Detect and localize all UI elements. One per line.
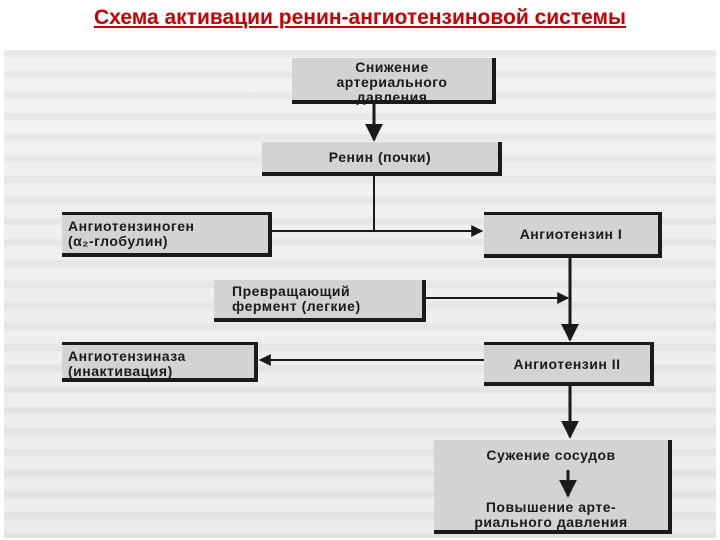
node-bp-rise-line: Повышение арте- [485, 499, 617, 515]
node-bp-drop: Снижение артериального давления [292, 58, 496, 105]
node-bp-rise: Повышение арте- риального давления [434, 470, 672, 534]
node-angiotensin-2: Ангиотензин II [484, 342, 654, 386]
node-angiotensinase-line: Ангиотензиназа [68, 348, 186, 364]
node-angiotensinase-line: (инактивация) [68, 363, 173, 379]
node-bp-drop-line: артериального [336, 74, 448, 90]
node-converting-enzyme-line: Превращающий [232, 283, 351, 299]
page-title: Схема активации ренин-ангиотензиновой си… [94, 6, 626, 29]
node-vasoconstriction: Сужение сосудов [434, 440, 672, 470]
node-bp-rise-line: риального давления [474, 514, 628, 530]
node-bp-drop-line: давления [356, 89, 428, 105]
node-converting-enzyme-line: фермент (легкие) [232, 298, 361, 314]
node-angiotensin-1: Ангиотензин I [484, 212, 662, 258]
node-renin: Ренин (почки) [262, 142, 502, 176]
node-angiotensinogen: Ангиотензиноген (α₂-глобулин) [62, 212, 272, 257]
node-angiotensinogen-line: (α₂-глобулин) [68, 233, 169, 249]
node-renin-line: Ренин (почки) [328, 149, 432, 165]
node-vasoconstriction-line: Сужение сосудов [486, 447, 616, 463]
node-angiotensin-2-line: Ангиотензин II [513, 356, 621, 372]
node-angiotensinogen-line: Ангиотензиноген [68, 218, 195, 234]
node-angiotensinase: Ангиотензиназа (инактивация) [62, 342, 258, 382]
node-converting-enzyme: Превращающий фермент (легкие) [214, 280, 426, 322]
node-angiotensin-1-line: Ангиотензин I [519, 226, 623, 242]
node-bp-drop-line: Снижение [355, 59, 429, 75]
